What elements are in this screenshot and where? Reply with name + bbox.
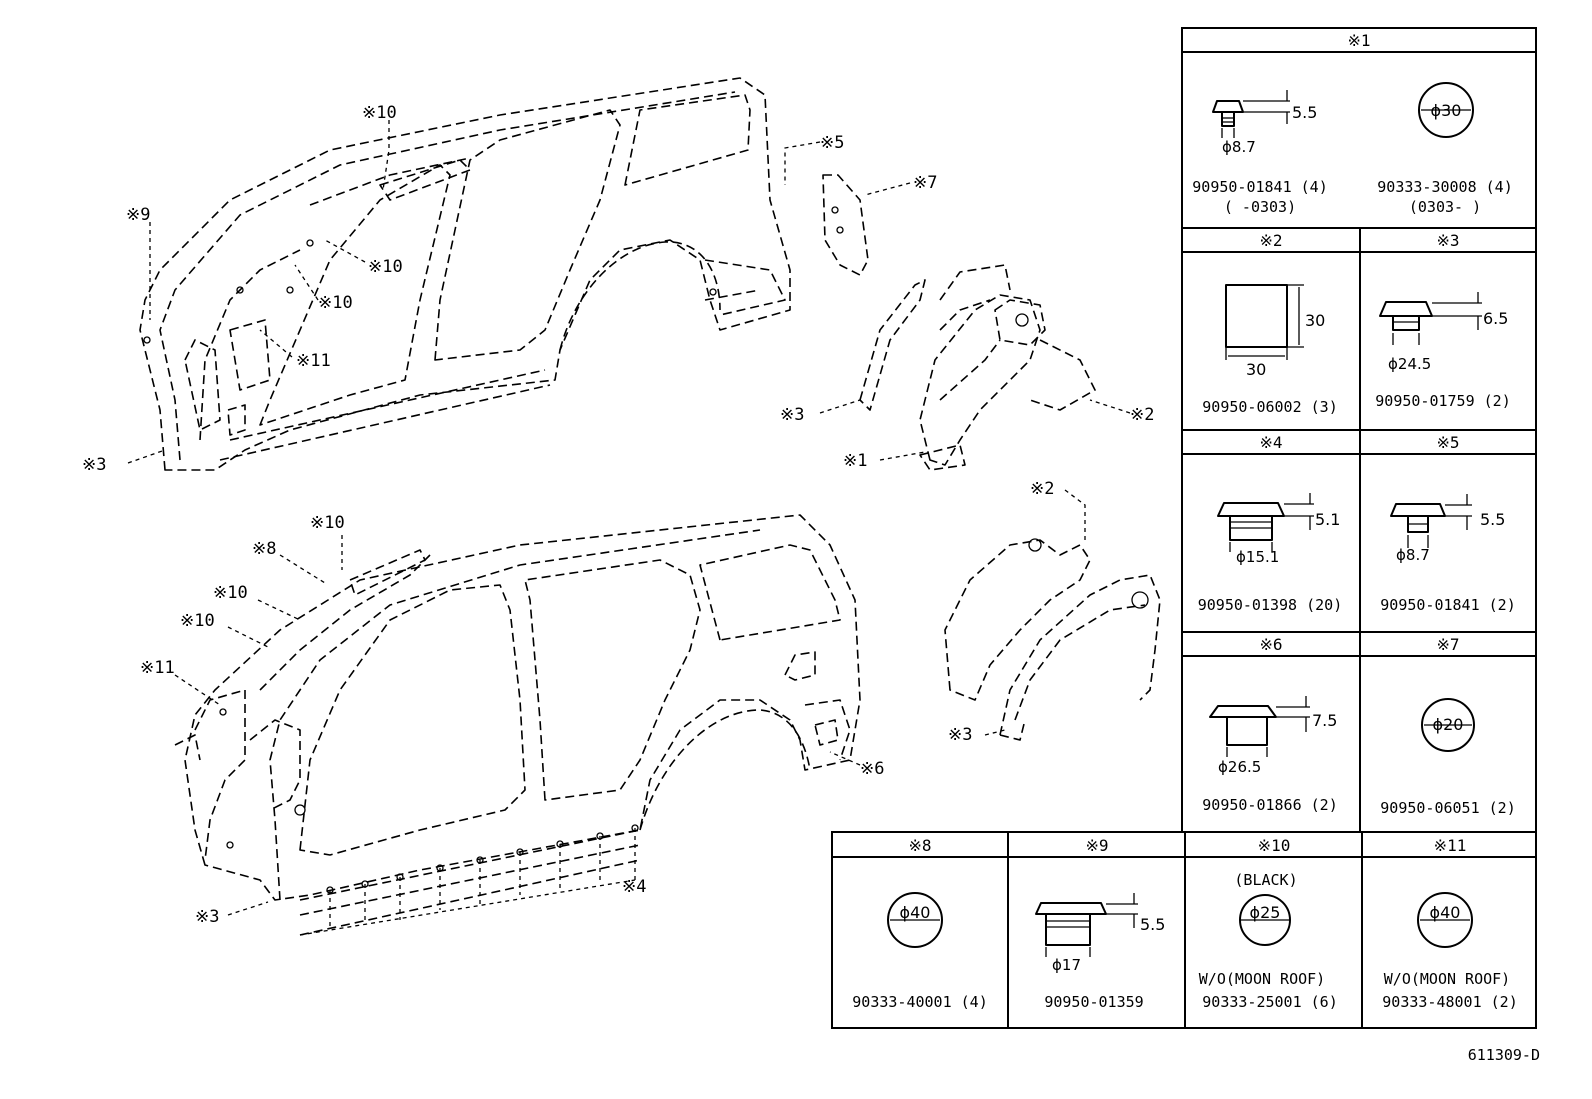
header-c7: ※7 <box>1436 635 1459 654</box>
plug-drawing-c11 <box>1417 892 1473 948</box>
part-c5: 90950-01841 (2) <box>1380 596 1515 614</box>
header-c3: ※3 <box>1436 231 1459 250</box>
lower-wheelhouse-parts <box>944 538 1161 741</box>
callout-lower-10b: ※10 <box>213 583 248 603</box>
header-c2: ※2 <box>1259 231 1282 250</box>
callout-upper-11: ※11 <box>296 351 331 371</box>
callout-lower-3: ※3 <box>195 907 219 927</box>
part-c3: 90950-01759 (2) <box>1375 392 1510 410</box>
dim-c11: ϕ40 <box>1430 903 1461 922</box>
part-c10: 90333-25001 (6) <box>1202 993 1337 1011</box>
dim-c10: ϕ25 <box>1250 903 1281 922</box>
header-c6: ※6 <box>1259 635 1282 654</box>
callout-lower-part-3: ※3 <box>948 725 972 745</box>
dim-c3-diameter: ϕ24.5 <box>1388 355 1431 373</box>
callout-upper-3: ※3 <box>82 455 106 475</box>
table-grid <box>831 27 1537 1029</box>
dim-c5-height: 5.5 <box>1480 510 1505 529</box>
callout-lower-part-2: ※2 <box>1030 479 1054 499</box>
dim-c8: ϕ40 <box>900 903 931 922</box>
reference-code: 611309-D <box>1468 1046 1540 1064</box>
grommet-drawing-c5 <box>1390 494 1472 548</box>
part-c7: 90950-06051 (2) <box>1380 799 1515 817</box>
header-c4: ※4 <box>1259 433 1282 452</box>
dim-c1b: ϕ30 <box>1431 101 1462 120</box>
dim-c2-height: 30 <box>1305 311 1325 330</box>
header-c1: ※1 <box>1347 31 1370 50</box>
grommet-drawing-c3 <box>1379 292 1482 345</box>
dim-c3-height: 6.5 <box>1483 309 1508 328</box>
part-c1a: 90950-01841 (4) <box>1192 178 1327 196</box>
callout-lower-8: ※8 <box>252 539 276 559</box>
condition-c11: W/O(MOON ROOF) <box>1384 970 1510 988</box>
callout-labels: ※10 ※9 ※10 ※10 ※11 ※3 ※5 ※7 ※3 ※1 ※2 ※10… <box>82 103 1154 927</box>
plug-drawing-c8 <box>887 892 943 948</box>
callout-upper-10c: ※10 <box>318 293 353 313</box>
header-c8: ※8 <box>908 836 931 855</box>
callout-upper-part-3: ※3 <box>780 405 804 425</box>
part-c9: 90950-01359 <box>1044 993 1143 1011</box>
header-c11: ※11 <box>1434 836 1467 855</box>
callout-upper-part-2: ※2 <box>1130 405 1154 425</box>
grommet-drawing-c6 <box>1209 696 1310 757</box>
part-c2: 90950-06002 (3) <box>1202 398 1337 416</box>
plug-drawing-c10 <box>1239 894 1291 946</box>
color-c10: (BLACK) <box>1234 871 1297 889</box>
part-c8: 90333-40001 (4) <box>852 993 987 1011</box>
callout-upper-10a: ※10 <box>362 103 397 123</box>
part-c6: 90950-01866 (2) <box>1202 796 1337 814</box>
dim-c9-diameter: ϕ17 <box>1052 956 1081 974</box>
callout-upper-10b: ※10 <box>368 257 403 277</box>
callout-lower-10c: ※10 <box>180 611 215 631</box>
part-c1b: 90333-30008 (4) <box>1377 178 1512 196</box>
grommet-drawing-c9 <box>1035 893 1138 957</box>
dim-c1a-height: 5.5 <box>1292 103 1317 122</box>
callout-lower-6: ※6 <box>860 759 884 779</box>
header-c10: ※10 <box>1258 836 1291 855</box>
grommet-drawing-c4 <box>1217 493 1314 552</box>
plug-drawing-c1b <box>1418 82 1474 138</box>
callout-upper-part-5: ※5 <box>820 133 844 153</box>
lower-body-side-outline <box>174 514 861 936</box>
upper-wheelhouse-parts <box>822 174 1096 471</box>
grommet-drawing-c1a <box>1212 90 1290 138</box>
callout-lower-10a: ※10 <box>310 513 345 533</box>
callout-leaders <box>127 120 1131 916</box>
pad-drawing-c2 <box>1225 284 1304 360</box>
dim-c5-diameter: ϕ8.7 <box>1396 546 1430 564</box>
callout-upper-part-1: ※1 <box>843 451 867 471</box>
plug-drawing-c7 <box>1421 698 1475 752</box>
sill-hole-row <box>326 824 639 894</box>
callout-lower-11: ※11 <box>140 658 175 678</box>
note-c1b: (0303- ) <box>1409 198 1481 216</box>
dim-c9-height: 5.5 <box>1140 915 1165 934</box>
dim-c4-height: 5.1 <box>1315 510 1340 529</box>
callout-upper-9: ※9 <box>126 205 150 225</box>
part-c4: 90950-01398 (20) <box>1198 596 1343 614</box>
condition-c10: W/O(MOON ROOF) <box>1199 970 1325 988</box>
dim-c2-width: 30 <box>1246 360 1266 379</box>
part-c11: 90333-48001 (2) <box>1382 993 1517 1011</box>
dim-c7: ϕ20 <box>1433 715 1464 734</box>
dim-c1a-diameter: ϕ8.7 <box>1222 138 1256 156</box>
dim-c4-diameter: ϕ15.1 <box>1236 548 1279 566</box>
header-c5: ※5 <box>1436 433 1459 452</box>
parts-table: ※1 5.5 ϕ8.7 90950-01841 (4) ( -0303) ϕ30… <box>831 27 1537 1029</box>
dim-c6-diameter: ϕ26.5 <box>1218 758 1261 776</box>
callout-upper-part-7: ※7 <box>913 173 937 193</box>
upper-body-side-outline <box>139 77 791 471</box>
dim-c6-height: 7.5 <box>1312 711 1337 730</box>
note-c1a: ( -0303) <box>1224 198 1296 216</box>
callout-lower-4: ※4 <box>622 877 646 897</box>
header-c9: ※9 <box>1085 836 1108 855</box>
